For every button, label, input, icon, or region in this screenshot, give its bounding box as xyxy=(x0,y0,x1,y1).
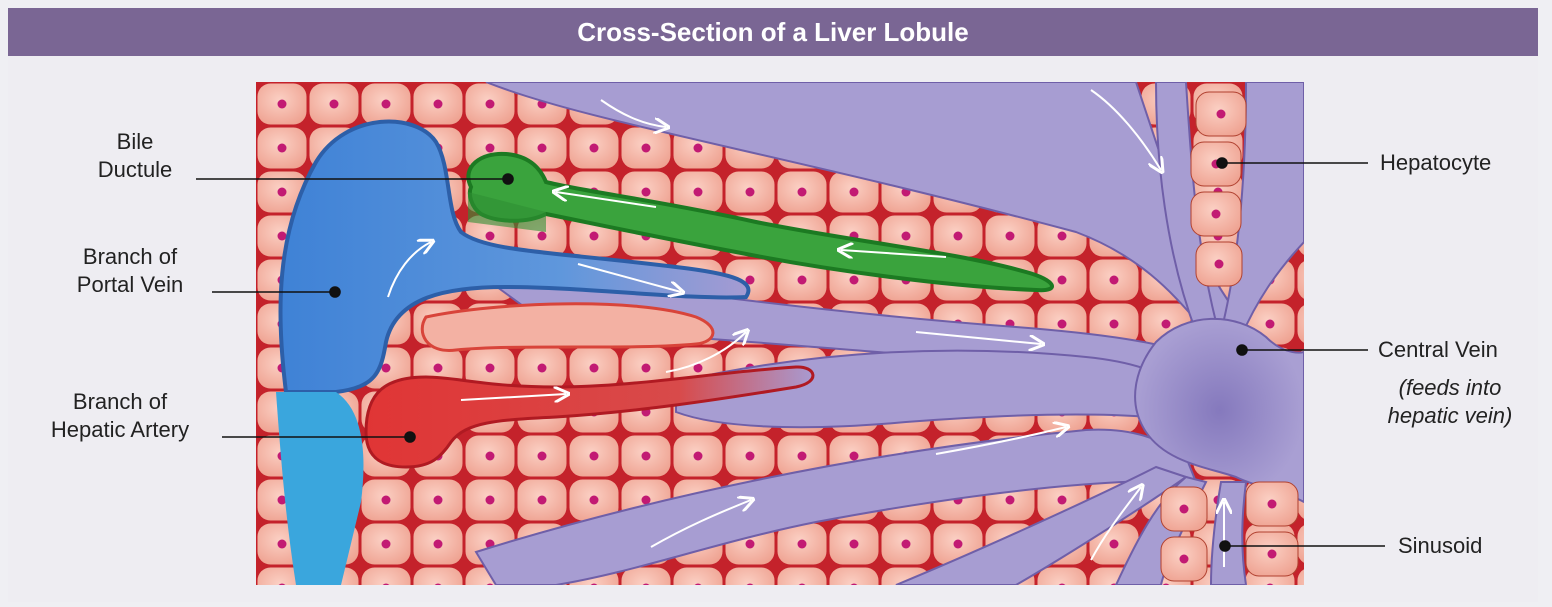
label-bile-ductule-line2: Ductule xyxy=(95,156,175,184)
label-central-vein-note: (feeds into hepatic vein) xyxy=(1360,374,1540,430)
label-hepatocyte: Hepatocyte xyxy=(1380,149,1491,177)
label-hepatic-artery-line2: Hepatic Artery xyxy=(30,416,210,444)
label-portal-vein-line1: Branch of xyxy=(55,243,205,271)
diagram-title: Cross-Section of a Liver Lobule xyxy=(577,17,969,48)
label-central-vein-note-line2: hepatic vein) xyxy=(1360,402,1540,430)
title-bar: Cross-Section of a Liver Lobule xyxy=(8,8,1538,56)
label-central-vein: Central Vein xyxy=(1378,336,1498,364)
label-bile-ductule-line1: Bile xyxy=(95,128,175,156)
liver-lobule-illustration xyxy=(256,82,1304,585)
label-bile-ductule: Bile Ductule xyxy=(95,128,175,184)
label-portal-vein: Branch of Portal Vein xyxy=(55,243,205,299)
label-hepatic-artery: Branch of Hepatic Artery xyxy=(30,388,210,444)
label-central-vein-note-line1: (feeds into xyxy=(1360,374,1540,402)
label-sinusoid: Sinusoid xyxy=(1398,532,1482,560)
label-hepatic-artery-line1: Branch of xyxy=(30,388,210,416)
label-portal-vein-line2: Portal Vein xyxy=(55,271,205,299)
